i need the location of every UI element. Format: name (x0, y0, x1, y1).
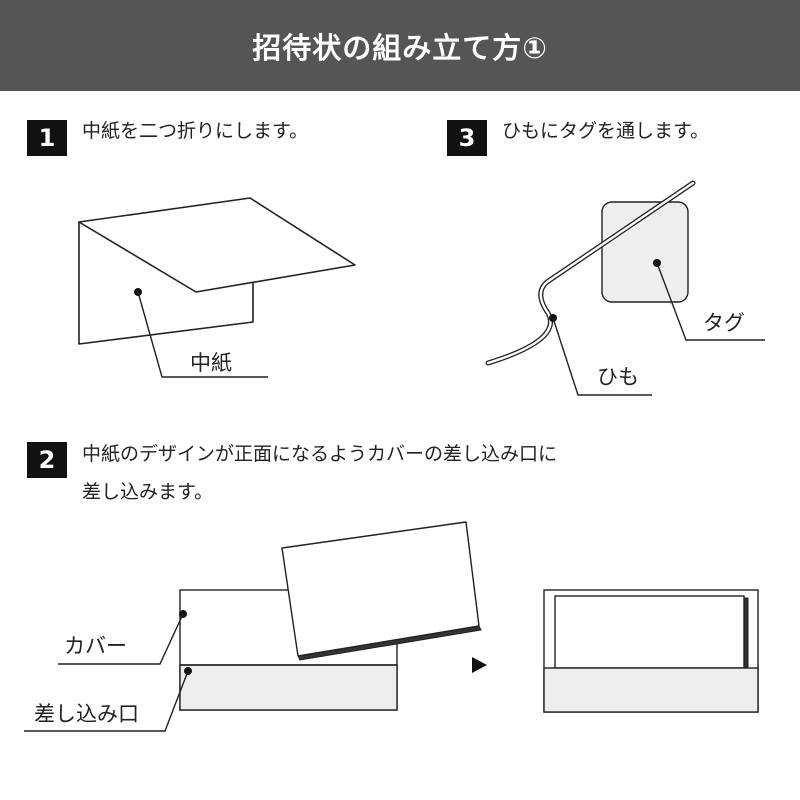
string-leader-line (552, 317, 652, 396)
inner-paper-callout (134, 288, 268, 378)
inner-paper-leader-line (137, 291, 268, 378)
inner-paper-label: 中紙 (190, 351, 232, 375)
step-2-badge: 2 (27, 442, 67, 478)
step-2-text-line1: 中紙のデザインが正面になるようカバーの差し込み口に (82, 443, 558, 465)
tag-leader-line (656, 262, 765, 341)
string-figure (485, 180, 696, 366)
cover-label: カバー (64, 634, 127, 658)
step-1-text: 中紙を二つ折りにします。 (82, 120, 309, 142)
arrow-right-icon (472, 657, 487, 673)
string-label: ひも (597, 365, 639, 389)
tag-label: タグ (703, 311, 745, 335)
result-slot-pocket (543, 667, 759, 713)
step-3-text: ひもにタグを通します。 (502, 120, 710, 142)
header-bar: 招待状の組み立て方① (0, 0, 800, 91)
cover-figure (179, 521, 482, 711)
tag-callout (653, 259, 765, 341)
slot-leader-line (24, 670, 189, 732)
slot-callout (24, 667, 192, 732)
cover-slot-pocket (179, 664, 398, 711)
cover-callout (58, 610, 187, 665)
inner-paper-tilted (281, 521, 480, 657)
string-callout (549, 314, 652, 396)
folded-inner-paper-figure (78, 197, 356, 345)
inner-paper-front-flap (78, 197, 356, 293)
page-title: 招待状の組み立て方① (252, 30, 548, 65)
step-1-badge: 1 (27, 120, 67, 156)
assembled-result-figure (543, 589, 759, 713)
result-inner-paper (554, 595, 745, 669)
tag-shape (601, 201, 689, 303)
step-2-text-line2: 差し込みます。 (82, 481, 214, 503)
string-inner (486, 181, 695, 365)
cover-leader-line (58, 613, 184, 665)
step-3-badge: 3 (447, 120, 487, 156)
slot-label: 差し込み口 (34, 702, 139, 726)
